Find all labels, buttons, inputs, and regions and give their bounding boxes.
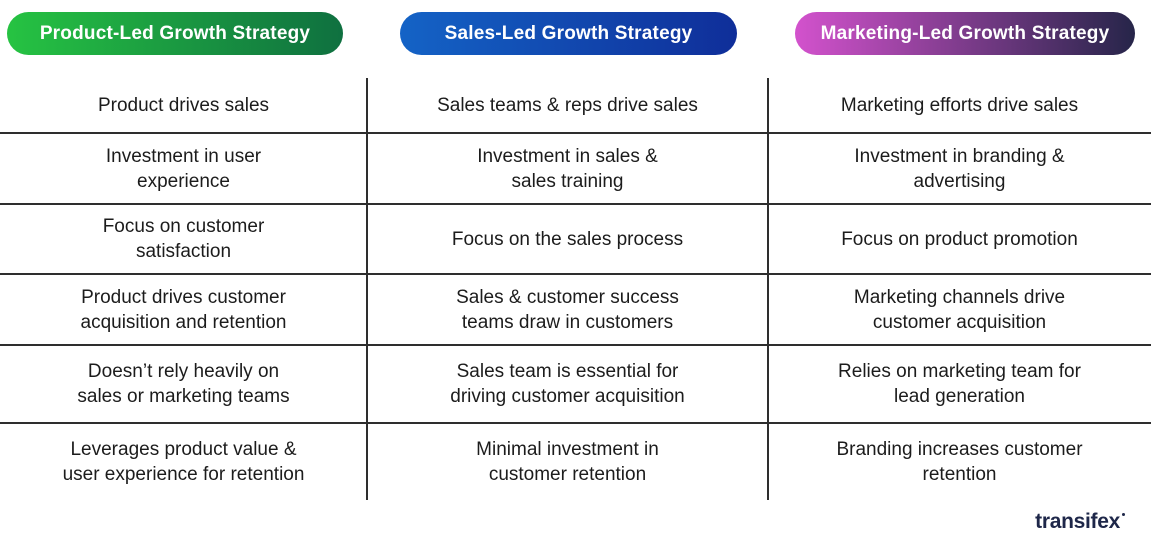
cell-focus-sales-process: Focus on the sales process — [451, 228, 684, 250]
cell-product-acquisition-retention: Product drives customer acquisition and … — [80, 286, 287, 333]
table-rows: Product drives sales Sales teams & reps … — [0, 78, 1151, 500]
cell-minimal-retention-investment: Minimal investment in customer retention — [476, 439, 659, 485]
table-row: Investment in user experience Investment… — [0, 132, 1151, 203]
column-divider-2 — [767, 78, 769, 500]
cell-marketing-channels-acquisition: Marketing channels drive customer acquis… — [853, 286, 1066, 333]
table-row: Focus on customer satisfaction Focus on … — [0, 203, 1151, 273]
cell-leverages-product-value: Leverages product value & user experienc… — [62, 439, 305, 485]
cell-focus-product-promotion: Focus on product promotion — [841, 228, 1078, 250]
cell-investment-branding-advertising: Investment in branding & advertising — [854, 145, 1065, 192]
cell-sales-teams-drive-sales: Sales teams & reps drive sales — [437, 94, 698, 116]
cell-success-teams-draw-customers: Sales & customer success teams draw in c… — [456, 286, 679, 333]
cell-investment-user-experience: Investment in user experience — [105, 145, 262, 192]
cell-doesnt-rely-sales-marketing: Doesn’t rely heavily on sales or marketi… — [77, 361, 290, 407]
pill-product-led-header: Product-Led Growth Strategy — [7, 12, 343, 55]
table-row: Product drives customer acquisition and … — [0, 273, 1151, 344]
transifex-logo: transifex — [1035, 510, 1125, 534]
cell-branding-increases-retention: Branding increases customer retention — [836, 439, 1083, 485]
cell-product-drives-sales: Product drives sales — [97, 94, 270, 116]
cell-focus-customer-satisfaction: Focus on customer satisfaction — [102, 216, 265, 262]
table-row: Doesn’t rely heavily on sales or marketi… — [0, 344, 1151, 422]
cell-relies-marketing-leads: Relies on marketing team for lead genera… — [838, 361, 1081, 407]
table-row: Product drives sales Sales teams & reps … — [0, 78, 1151, 132]
cell-marketing-efforts-drive-sales: Marketing efforts drive sales — [840, 94, 1079, 116]
trademark-mark-icon — [1122, 513, 1125, 516]
transifex-logo-text: transifex — [1035, 510, 1120, 533]
cell-investment-sales-training: Investment in sales & sales training — [477, 145, 658, 192]
column-divider-1 — [366, 78, 368, 500]
header-row: Product-Led Growth Strategy Sales-Led Gr… — [7, 12, 1135, 55]
pill-sales-led-header: Sales-Led Growth Strategy — [400, 12, 737, 55]
table-row: Leverages product value & user experienc… — [0, 422, 1151, 500]
comparison-table: Product drives sales Sales teams & reps … — [0, 78, 1151, 500]
pill-marketing-led-header: Marketing-Led Growth Strategy — [795, 12, 1135, 55]
cell-sales-team-essential: Sales team is essential for driving cust… — [450, 361, 685, 407]
